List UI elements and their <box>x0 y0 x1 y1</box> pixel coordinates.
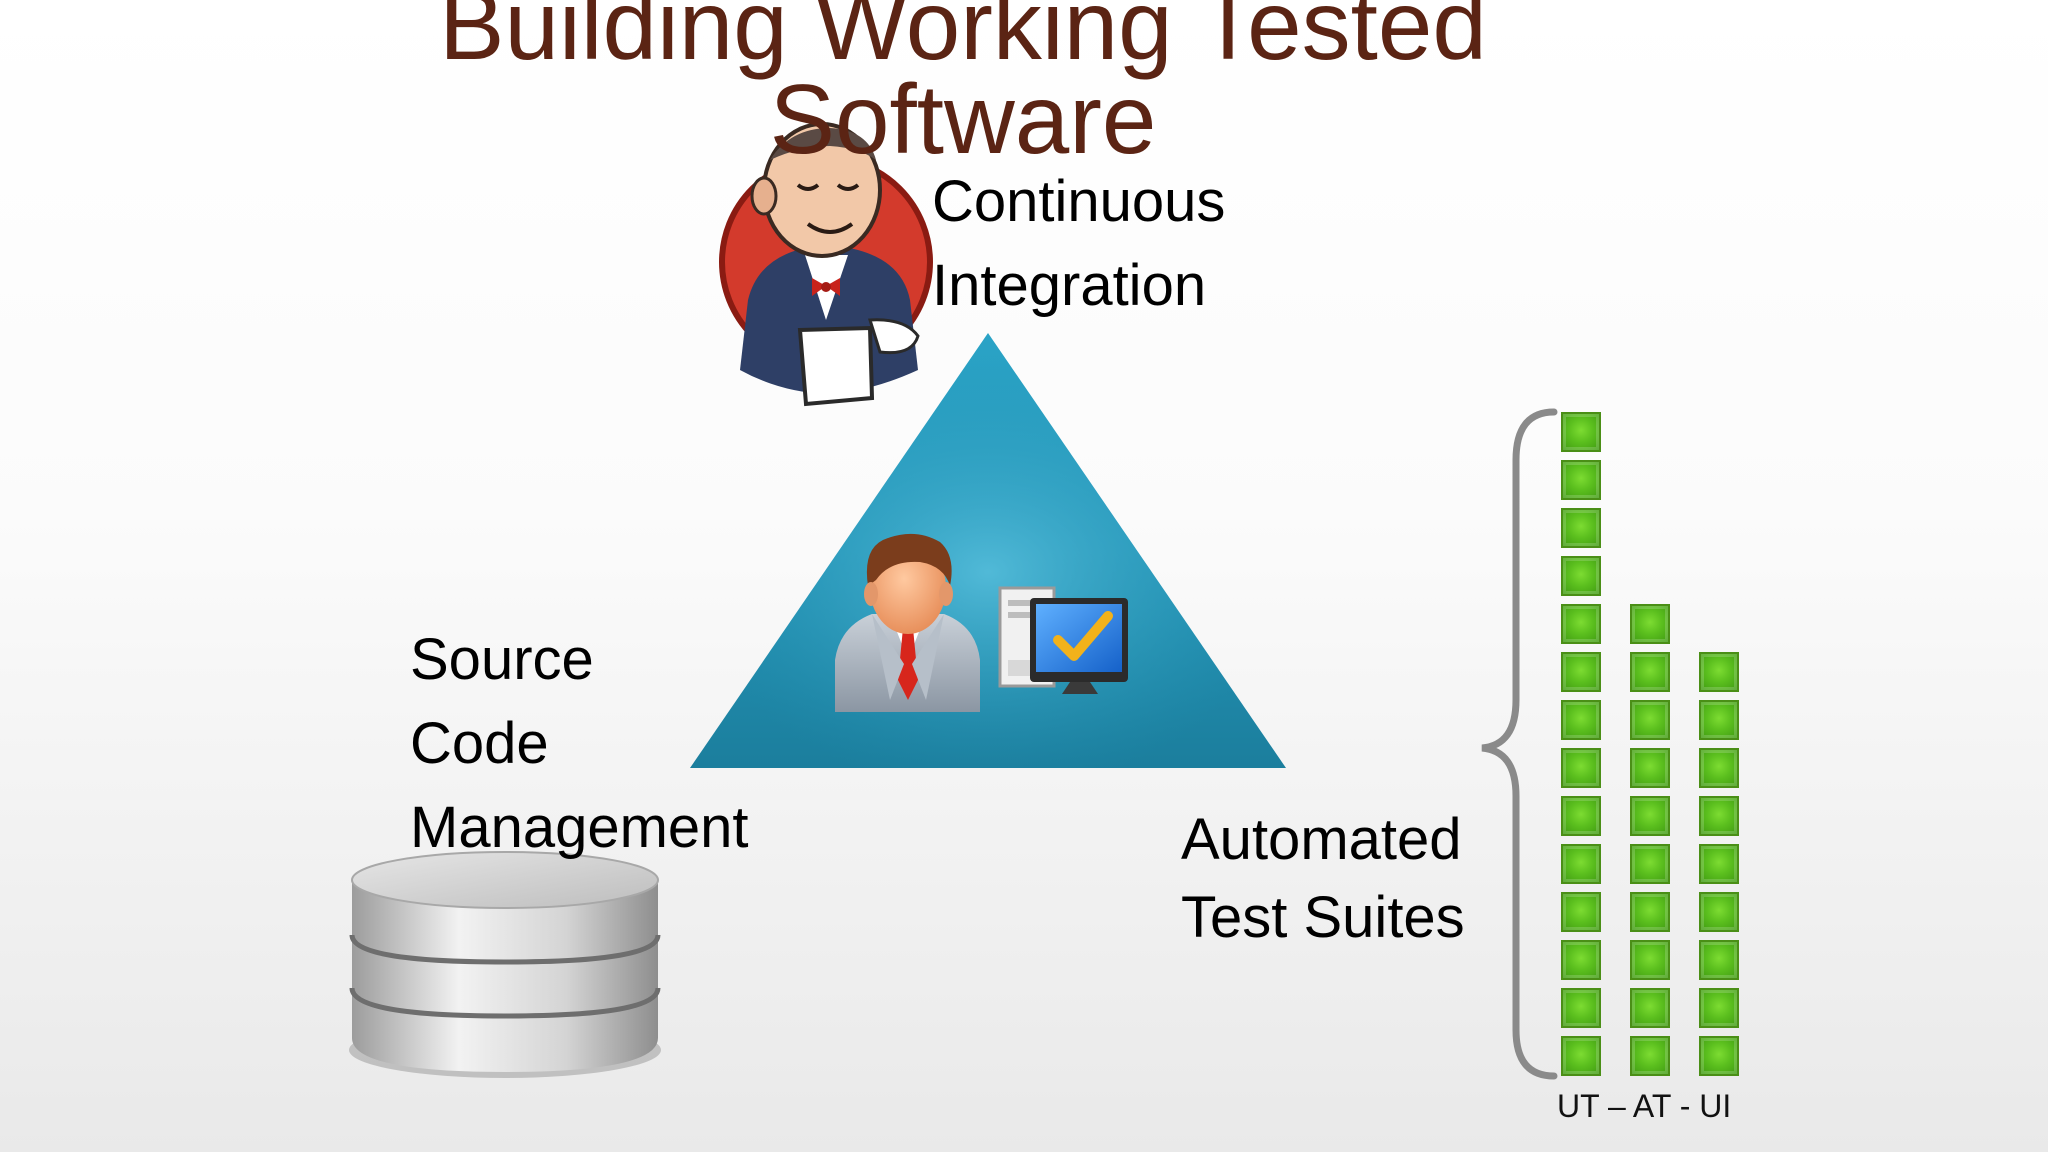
test-square-at <box>1630 892 1670 932</box>
test-square-ui <box>1699 700 1739 740</box>
test-square-ut <box>1561 748 1601 788</box>
slide-title: Building Working Tested Software <box>0 0 1926 174</box>
source-code-management-label: Source Code Management <box>410 618 749 870</box>
database-stack-icon <box>349 851 661 1078</box>
test-square-at <box>1630 652 1670 692</box>
test-square-at <box>1630 604 1670 644</box>
butler-mascot-icon <box>719 122 933 407</box>
computer-checkmark-icon <box>998 586 1128 694</box>
test-square-ui <box>1699 1036 1739 1076</box>
scm-label-line-3: Management <box>410 795 749 860</box>
continuous-integration-label: Continuous Integration <box>932 160 1225 328</box>
title-line-1: Building Working Tested <box>439 0 1487 80</box>
test-square-ut <box>1561 460 1601 500</box>
test-square-at <box>1630 988 1670 1028</box>
test-square-ut <box>1561 700 1601 740</box>
test-square-ut <box>1561 844 1601 884</box>
test-square-ut <box>1561 604 1601 644</box>
ats-label-line-1: Automated <box>1181 807 1462 872</box>
test-square-ut <box>1561 412 1601 452</box>
test-square-at <box>1630 844 1670 884</box>
test-square-ut <box>1561 988 1601 1028</box>
ats-label-line-2: Test Suites <box>1181 885 1465 950</box>
test-square-ut <box>1561 508 1601 548</box>
businessman-icon <box>835 533 980 712</box>
test-square-at <box>1630 940 1670 980</box>
test-square-ut <box>1561 652 1601 692</box>
test-square-ui <box>1699 940 1739 980</box>
test-suites-caption: UT – AT - UI <box>1557 1088 1732 1124</box>
test-suites-brace <box>1481 408 1558 1080</box>
test-square-at <box>1630 1036 1670 1076</box>
test-square-ui <box>1699 748 1739 788</box>
test-square-ut <box>1561 940 1601 980</box>
test-square-ut <box>1561 1036 1601 1076</box>
test-square-ui <box>1699 988 1739 1028</box>
test-square-ui <box>1699 892 1739 932</box>
test-square-ut <box>1561 796 1601 836</box>
title-line-2: Software <box>769 64 1157 174</box>
test-square-ut <box>1561 556 1601 596</box>
test-square-ui <box>1699 844 1739 884</box>
automated-test-suites-label: Automated Test Suites <box>1181 801 1465 957</box>
test-square-at <box>1630 700 1670 740</box>
ci-label-line-1: Continuous <box>932 169 1226 234</box>
test-square-ut <box>1561 892 1601 932</box>
scm-label-line-2: Code <box>410 711 549 776</box>
ci-label-line-2: Integration <box>932 253 1207 318</box>
test-square-at <box>1630 796 1670 836</box>
test-square-ui <box>1699 796 1739 836</box>
test-square-ui <box>1699 652 1739 692</box>
scm-label-line-1: Source <box>410 627 594 692</box>
test-square-at <box>1630 748 1670 788</box>
